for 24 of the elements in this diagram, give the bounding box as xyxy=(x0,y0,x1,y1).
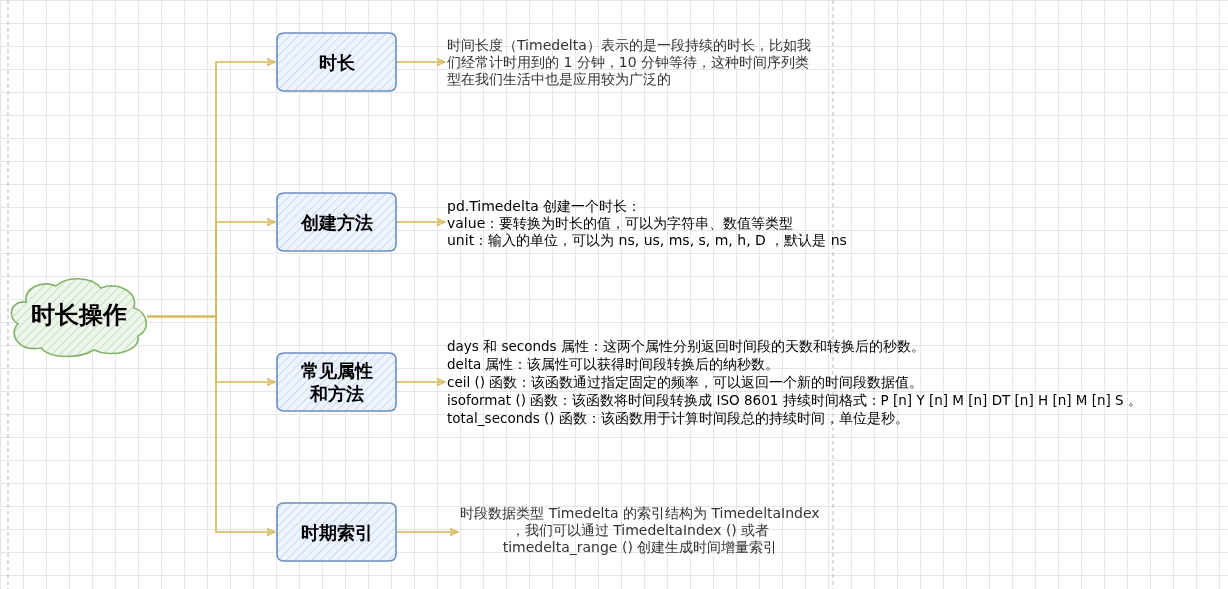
topic-title: 时长操作 xyxy=(30,300,127,329)
arrow xyxy=(396,217,446,227)
description-text: days 和 seconds 属性：这两个属性分别返回时间段的天数和转换后的秒数。 xyxy=(447,337,926,355)
topic-box xyxy=(276,352,397,412)
topic-label: 时长 xyxy=(318,50,355,74)
description-text: ceil () 函数：该函数通过指定固定的频率，可以返回一个新的时间段数据值。 xyxy=(447,373,925,391)
topic-label: 常见属性和方法 xyxy=(299,359,374,405)
topic-label: 创建方法 xyxy=(300,210,373,234)
description-text: delta 属性：该属性可以获得时间段转换后的纳秒数。 xyxy=(447,355,781,373)
description-text: 时间长度（Timedelta）表示的是一段持续的时长，比如我们经常计时用到的 1 分钟，10 分钟等待，这种时间序列类型在我们生活中也是应用较为广泛的 xyxy=(447,36,812,88)
topic-box xyxy=(276,32,397,92)
topic-label: 时期索引 xyxy=(300,520,373,544)
arrow xyxy=(396,377,446,387)
arrow xyxy=(396,57,446,67)
topic-box xyxy=(276,502,397,562)
description-text: total_seconds () 函数：该函数用于计算时间段总的持续时间，单位是秒。 xyxy=(447,409,910,427)
arrow xyxy=(146,315,276,537)
description-text: isoformat () 函数：该函数将时间段转换成 ISO 8601 持续时间格式：P [n] Y [n] M [n] DT [n] H [n] M [n] S 。 xyxy=(447,391,1143,409)
description-text: 时段数据类型 Timedelta 的索引结构为 TimedeltaIndex ，我们可以通过 TimedeltaIndex () 或者 timedelta_range () 创建生成时间增量索引 xyxy=(460,504,820,556)
description-text: pd.Timedelta 创建一个时长： xyxy=(447,197,643,215)
description-text: unit：输入的单位，可以为 ns, us, ms, s, m, h, D ，默认是 ns xyxy=(447,231,848,249)
description-text: value：要转换为时长的值，可以为字符串、数值等类型 xyxy=(447,214,795,232)
topic-box xyxy=(276,192,397,252)
arrow xyxy=(396,527,459,537)
